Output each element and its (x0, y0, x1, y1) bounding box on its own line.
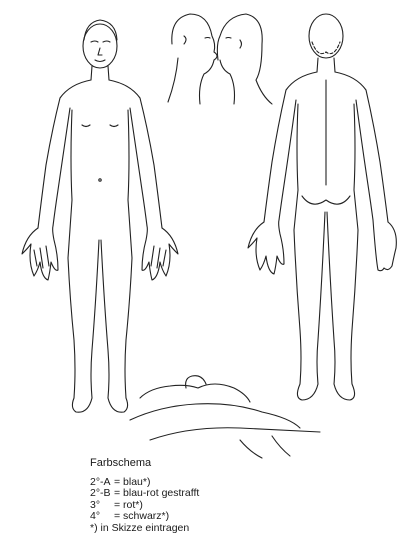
legend-title: Farbschema (90, 458, 199, 470)
color-legend: Farbschema 2°-A= blau*) 2°-B= blau-rot g… (90, 458, 199, 534)
legend-desc: = blau-rot gestrafft (114, 488, 199, 500)
legend-code: 4° (90, 511, 114, 523)
front-body-figure (22, 20, 178, 412)
reclining-body-figure (130, 376, 320, 458)
back-body-figure (248, 14, 396, 400)
profile-heads-figure (168, 14, 272, 104)
body-burn-chart (0, 0, 398, 460)
legend-row: 2°-B= blau-rot gestrafft (90, 488, 199, 500)
legend-footnote: *) in Skizze eintragen (90, 523, 199, 535)
legend-code: 2°-B (90, 488, 114, 500)
legend-row: 4°= schwarz*) (90, 511, 199, 523)
legend-desc: = schwarz*) (114, 511, 169, 523)
